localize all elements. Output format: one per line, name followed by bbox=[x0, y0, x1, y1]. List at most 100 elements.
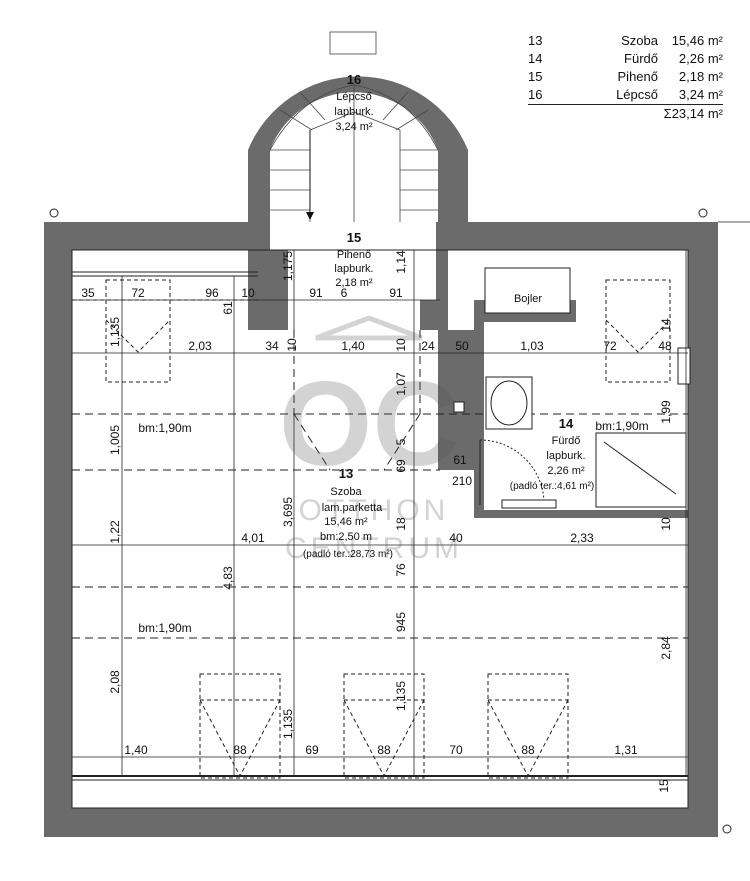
dim-text: 1,14 bbox=[394, 250, 408, 274]
dim-text: 1,03 bbox=[520, 339, 544, 353]
dim-text: 91 bbox=[309, 286, 323, 300]
boiler-label: Bojler bbox=[514, 293, 542, 305]
dim-text: 72 bbox=[603, 339, 617, 353]
area-table-row: 13 Szoba 15,46 m² bbox=[528, 32, 723, 50]
dim-text: 14 bbox=[659, 318, 673, 332]
room-13-number: 13 bbox=[339, 466, 353, 481]
dim-text: 1,135 bbox=[394, 681, 408, 711]
dim-text: 2,03 bbox=[188, 339, 212, 353]
dim-text: 70 bbox=[449, 743, 463, 757]
room-13-height: bm:2,50 m bbox=[320, 531, 372, 543]
room-15-name: Pihenő bbox=[337, 249, 371, 261]
height-label-1: bm:1,90m bbox=[138, 421, 191, 435]
dim-text: 10 bbox=[659, 517, 673, 531]
room-14-name: Fürdő bbox=[552, 435, 581, 447]
dim-text: 72 bbox=[131, 286, 145, 300]
room-14-floor: lapburk. bbox=[546, 450, 585, 462]
dim-text: 48 bbox=[658, 339, 672, 353]
dim-text: 91 bbox=[389, 286, 403, 300]
room-16-area: 3,24 m² bbox=[335, 121, 373, 133]
dim-text: 1,99 bbox=[659, 400, 673, 424]
dimension-lines bbox=[72, 221, 750, 776]
height-label-2: bm:1,90m bbox=[595, 419, 648, 433]
dim-text: 1,175 bbox=[281, 251, 295, 281]
dim-text: 945 bbox=[394, 612, 408, 632]
watermark-line1: OTTHON bbox=[299, 494, 450, 527]
room-13-floor: lam.parketta bbox=[322, 502, 383, 514]
watermark-logo: OC OTTHON CENTRUM bbox=[279, 315, 463, 565]
bathroom-fixtures bbox=[453, 267, 691, 509]
area-table-row: 15 Pihenő 2,18 m² bbox=[528, 68, 723, 86]
dim-text: 76 bbox=[394, 563, 408, 577]
room-13-floor-area: (padló ter.:28,73 m²) bbox=[303, 549, 393, 560]
dim-text: 5 bbox=[394, 438, 408, 445]
room-area: 15,46 m² bbox=[671, 33, 723, 48]
dim-text: 1,22 bbox=[108, 520, 122, 544]
room-name: Szoba bbox=[621, 33, 658, 48]
dim-text: 50 bbox=[455, 339, 469, 353]
dim-text: 24 bbox=[421, 339, 435, 353]
room-14-number: 14 bbox=[559, 416, 574, 431]
dim-text: 2,08 bbox=[108, 670, 122, 694]
room-14-area: 2,26 m² bbox=[547, 465, 585, 477]
dim-text: 3,695 bbox=[281, 497, 295, 527]
dim-text: 69 bbox=[305, 743, 319, 757]
dim-text: 61 bbox=[221, 301, 235, 315]
roof-windows bbox=[72, 279, 671, 779]
dim-text: 18 bbox=[394, 517, 408, 531]
dim-text: 61 bbox=[453, 453, 467, 467]
dim-text: 1,135 bbox=[108, 317, 122, 347]
height-lines bbox=[72, 330, 688, 639]
wall-outlines bbox=[71, 249, 689, 809]
toilet bbox=[677, 347, 691, 385]
dim-text: 6 bbox=[341, 286, 348, 300]
area-table-row: 16 Lépcső 3,24 m² bbox=[528, 86, 723, 104]
dim-text: 88 bbox=[521, 743, 535, 757]
area-table-row: 14 Fürdő 2,26 m² bbox=[528, 50, 723, 68]
room-13-area: 15,46 m² bbox=[324, 516, 368, 528]
dim-text: 1,07 bbox=[394, 372, 408, 396]
room-name: Fürdő bbox=[624, 51, 658, 66]
corner-markers bbox=[49, 208, 732, 834]
boiler bbox=[484, 267, 571, 314]
dim-text: 1,40 bbox=[124, 743, 148, 757]
room-name: Pihenő bbox=[617, 69, 658, 84]
room-14-floor-area: (padló ter.:4,61 m²) bbox=[510, 481, 594, 492]
room-number: 14 bbox=[528, 51, 543, 66]
outer-walls bbox=[44, 76, 718, 837]
watermark-line2: CENTRUM bbox=[285, 532, 463, 565]
dim-text: 4,01 bbox=[241, 531, 265, 545]
dim-text: 69 bbox=[394, 459, 408, 473]
room-15-number: 15 bbox=[347, 230, 361, 245]
room-area: 2,18 m² bbox=[678, 69, 723, 84]
room-number: 15 bbox=[528, 69, 543, 84]
dim-text: 210 bbox=[452, 474, 472, 488]
room-16-name: Lépcső bbox=[336, 91, 371, 103]
room-16-floor: lapburk. bbox=[334, 106, 373, 118]
dim-text: 10 bbox=[241, 286, 255, 300]
height-label-3: bm:1,90m bbox=[138, 621, 191, 635]
dim-text: 40 bbox=[449, 531, 463, 545]
shower-tray bbox=[595, 432, 687, 508]
room-number: 13 bbox=[528, 33, 543, 48]
dim-text: 2,84 bbox=[659, 636, 673, 660]
dim-text: 10 bbox=[285, 338, 299, 352]
dim-text: 96 bbox=[205, 286, 219, 300]
dim-text: 88 bbox=[377, 743, 391, 757]
dim-text: 10 bbox=[394, 338, 408, 352]
room-number: 16 bbox=[528, 87, 543, 102]
area-table: 13 Szoba 15,46 m² 14 Fürdő 2,26 m² 15 Pi… bbox=[528, 32, 723, 121]
dim-text: 1,135 bbox=[281, 709, 295, 739]
area-total: Σ23,14 m² bbox=[528, 104, 723, 121]
room-area: 3,24 m² bbox=[678, 87, 723, 102]
watermark-logo-text: OC bbox=[279, 357, 459, 491]
room-13-name: Szoba bbox=[330, 486, 362, 498]
dim-text: 34 bbox=[265, 339, 279, 353]
dim-text: 2,33 bbox=[570, 531, 594, 545]
dim-text: 1,40 bbox=[341, 339, 365, 353]
room-16-number: 16 bbox=[347, 72, 361, 87]
dim-text: 4,83 bbox=[221, 566, 235, 590]
room-15-area: 2,18 m² bbox=[335, 277, 373, 289]
room-name: Lépcső bbox=[616, 87, 658, 102]
